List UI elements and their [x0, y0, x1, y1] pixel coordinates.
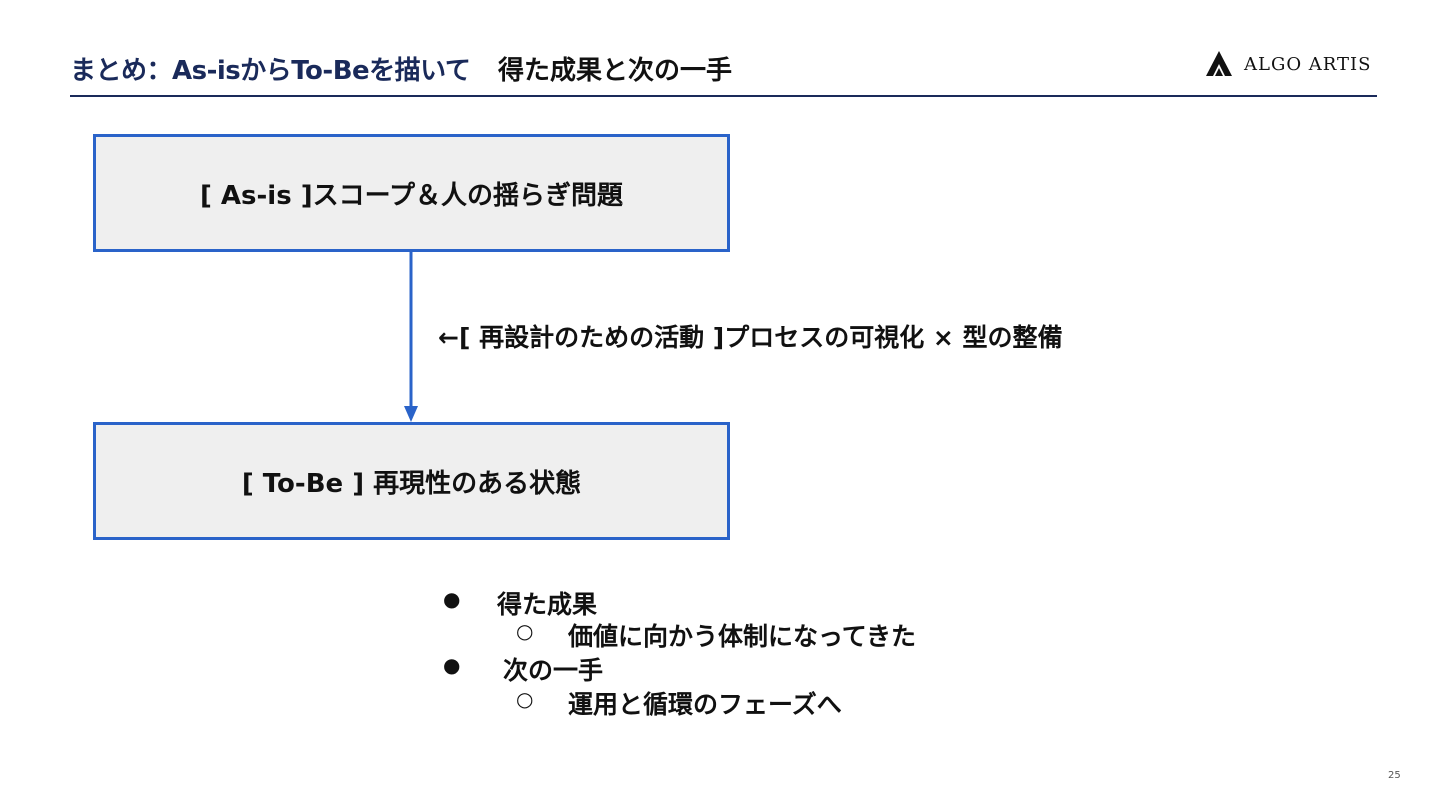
page-number: 25	[1388, 770, 1401, 781]
bullet-label: 次の一手	[503, 656, 604, 685]
bullet-circle-icon: ○	[516, 619, 534, 643]
bullet-circle-icon: ○	[516, 687, 534, 711]
logo-mark-icon	[1206, 51, 1232, 76]
bullet-label: 得た成果	[497, 590, 598, 619]
slide-title: まとめ：As-isからTo-Beを描いて	[70, 56, 471, 86]
flow-arrow-head	[404, 406, 418, 422]
header-divider	[70, 95, 1377, 97]
logo-text: ALGO ARTIS	[1244, 53, 1372, 75]
algo-artis-logo: ALGO ARTIS	[1204, 48, 1372, 80]
as-is-box: [ As-is ]スコープ＆人の揺らぎ問題	[93, 134, 730, 252]
process-label: ←[ 再設計のための活動 ]プロセスの可視化 × 型の整備	[438, 323, 1063, 352]
bullet-dot-icon: ●	[443, 587, 461, 611]
sub-bullet-label: 価値に向かう体制になってきた	[568, 622, 917, 651]
to-be-box: [ To-Be ] 再現性のある状態	[93, 422, 730, 540]
bullet-dot-icon: ●	[443, 653, 461, 677]
slide-subtitle: 得た成果と次の一手	[498, 56, 733, 86]
to-be-label: [ To-Be ] 再現性のある状態	[241, 468, 582, 499]
sub-bullet-label: 運用と循環のフェーズへ	[568, 690, 842, 719]
as-is-label: [ As-is ]スコープ＆人の揺らぎ問題	[199, 180, 624, 211]
